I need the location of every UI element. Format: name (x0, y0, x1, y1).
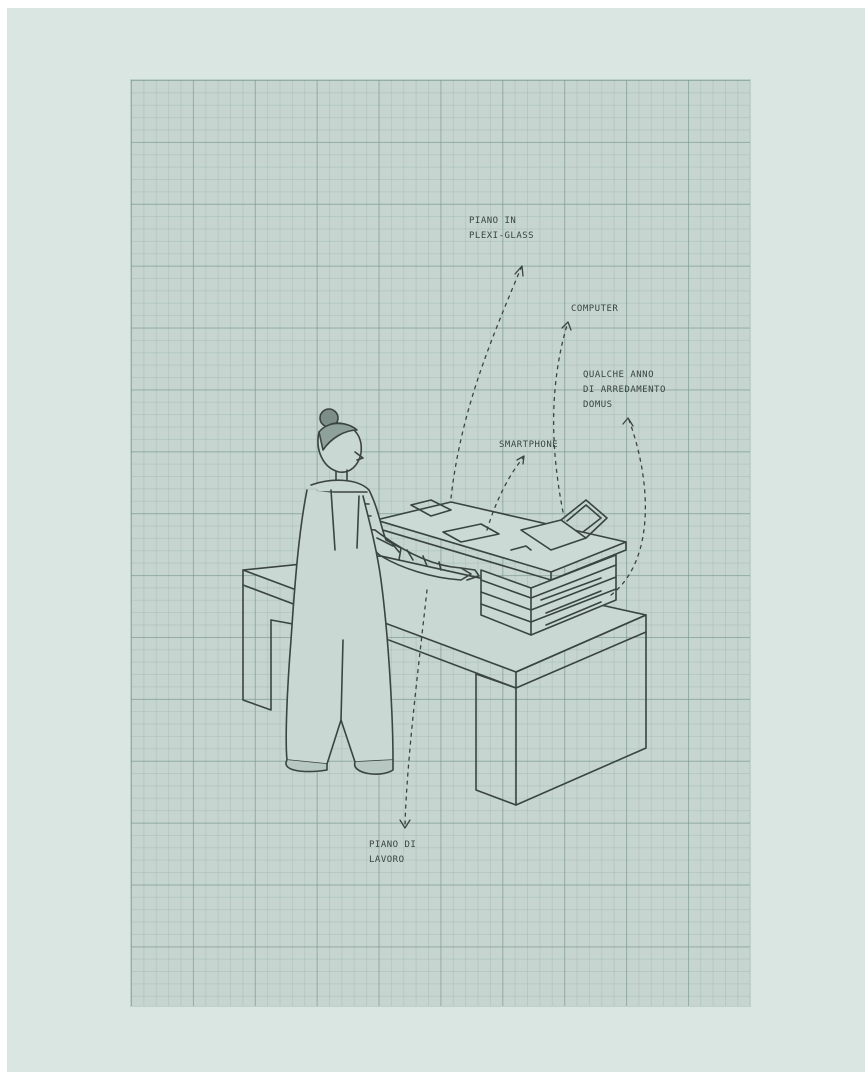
label-computer: computer (571, 302, 618, 317)
page-background: Piano in plexi-glass computer qualche an… (7, 8, 865, 1072)
label-smartphone: smartphone (499, 438, 558, 453)
label-piano-di-lavoro: Piano di lavoro (369, 838, 416, 868)
graph-paper-sheet: Piano in plexi-glass computer qualche an… (131, 80, 750, 1006)
label-piano-plexiglass: Piano in plexi-glass (469, 214, 534, 244)
label-arredamento-domus: qualche anno di arredamento domus (583, 368, 666, 413)
desk-sketch-illustration (131, 80, 750, 1006)
